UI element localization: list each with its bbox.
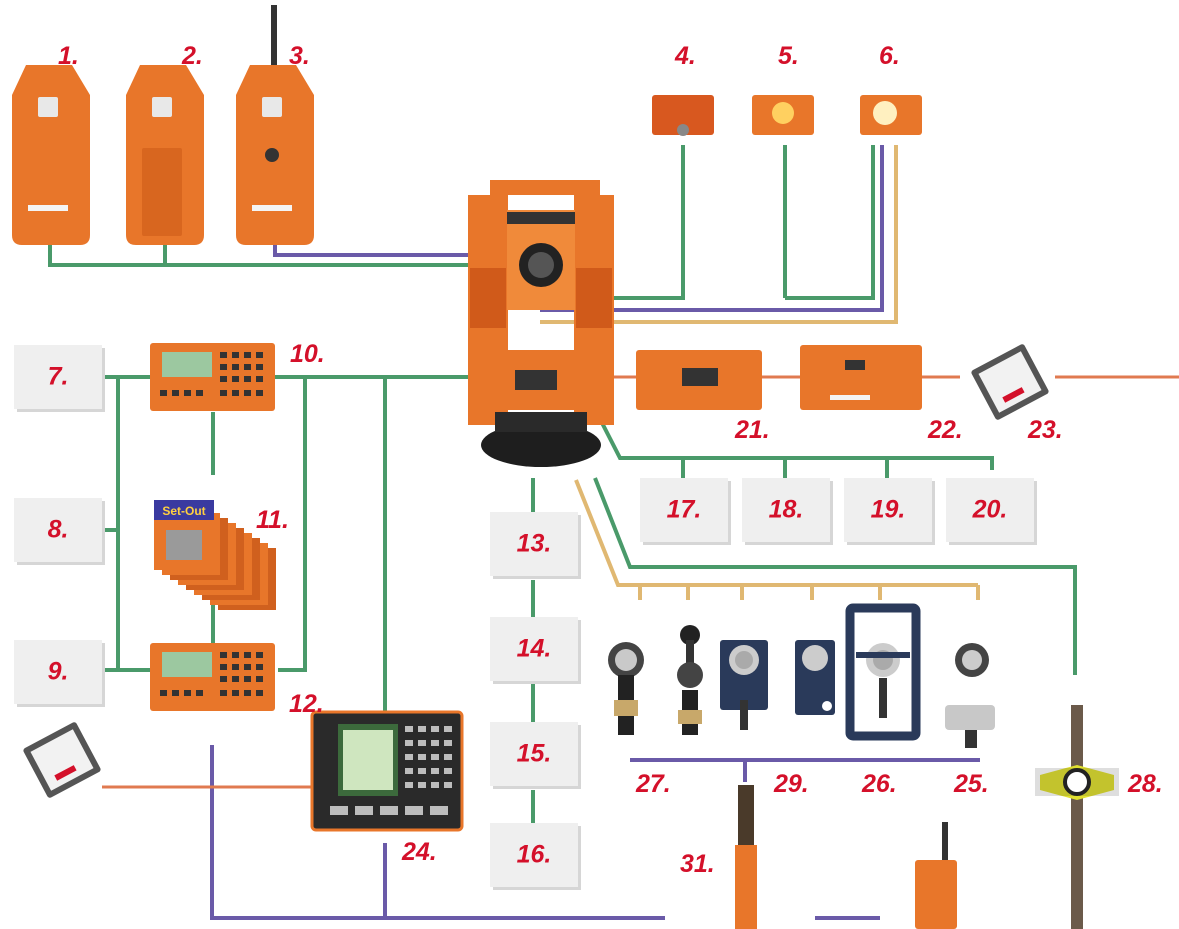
label-15: 15. [490,742,578,767]
sensor-5 [752,95,814,135]
label-25: 25. [954,772,989,797]
placeholder-box-7: 7. [14,345,102,409]
range-pole-31 [735,785,757,929]
label-27: 27. [636,772,671,797]
label-26: 26. [862,772,897,797]
placeholder-box-20: 20. [946,478,1034,542]
label-14: 14. [490,637,578,662]
placeholder-box-18: 18. [742,478,830,542]
label-16: 16. [490,843,578,868]
sensor-4 [652,95,714,136]
controller-10 [150,343,275,411]
controller-12 [150,643,275,711]
label-28: 28. [1128,772,1163,797]
placeholder-box-17: 17. [640,478,728,542]
placeholder-box-15: 15. [490,722,578,786]
prism-27 [608,642,644,735]
label-24: 24. [402,840,437,865]
prism-pole-top [677,625,703,735]
placeholder-box-9: 9. [14,640,102,704]
prism-26 [850,608,916,736]
remote-controller-2 [126,65,204,245]
placeholder-box-14: 14. [490,617,578,681]
placeholder-box-16: 16. [490,823,578,887]
label-3: 3. [289,44,310,69]
remote-controller-1 [12,65,90,245]
label-17: 17. [640,498,728,523]
prism-25 [945,643,995,748]
pc-card-23 [970,343,1049,421]
label-29: 29. [774,772,809,797]
label-1: 1. [58,44,79,69]
label-11: 11. [256,508,289,533]
placeholder-box-13: 13. [490,512,578,576]
label-10: 10. [290,342,325,367]
label-4: 4. [675,44,696,69]
data-logger-24 [312,712,462,830]
label-2: 2. [182,44,203,69]
label-8: 8. [14,518,102,543]
label-23: 23. [1028,418,1063,443]
label-20: 20. [946,498,1034,523]
label-21: 21. [735,418,770,443]
label-13: 13. [490,532,578,557]
label-5: 5. [778,44,799,69]
label-19: 19. [844,498,932,523]
placeholder-box-19: 19. [844,478,932,542]
sensor-6 [860,95,922,135]
placeholder-box-8: 8. [14,498,102,562]
pc-card-24-left [22,721,101,799]
module-21 [636,350,762,410]
radio-unit [915,822,957,929]
set-out-card-label: Set-Out [162,504,205,518]
label-7: 7. [14,365,102,390]
remote-controller-3-radio [236,5,314,245]
target-pole-28 [1035,705,1119,929]
label-6: 6. [879,44,900,69]
label-9: 9. [14,660,102,685]
label-22: 22. [928,418,963,443]
label-31: 31. [680,852,715,877]
prism-single [795,640,835,715]
label-18: 18. [742,498,830,523]
prism-29 [720,640,768,730]
label-12: 12. [289,692,324,717]
module-22 [800,345,922,410]
